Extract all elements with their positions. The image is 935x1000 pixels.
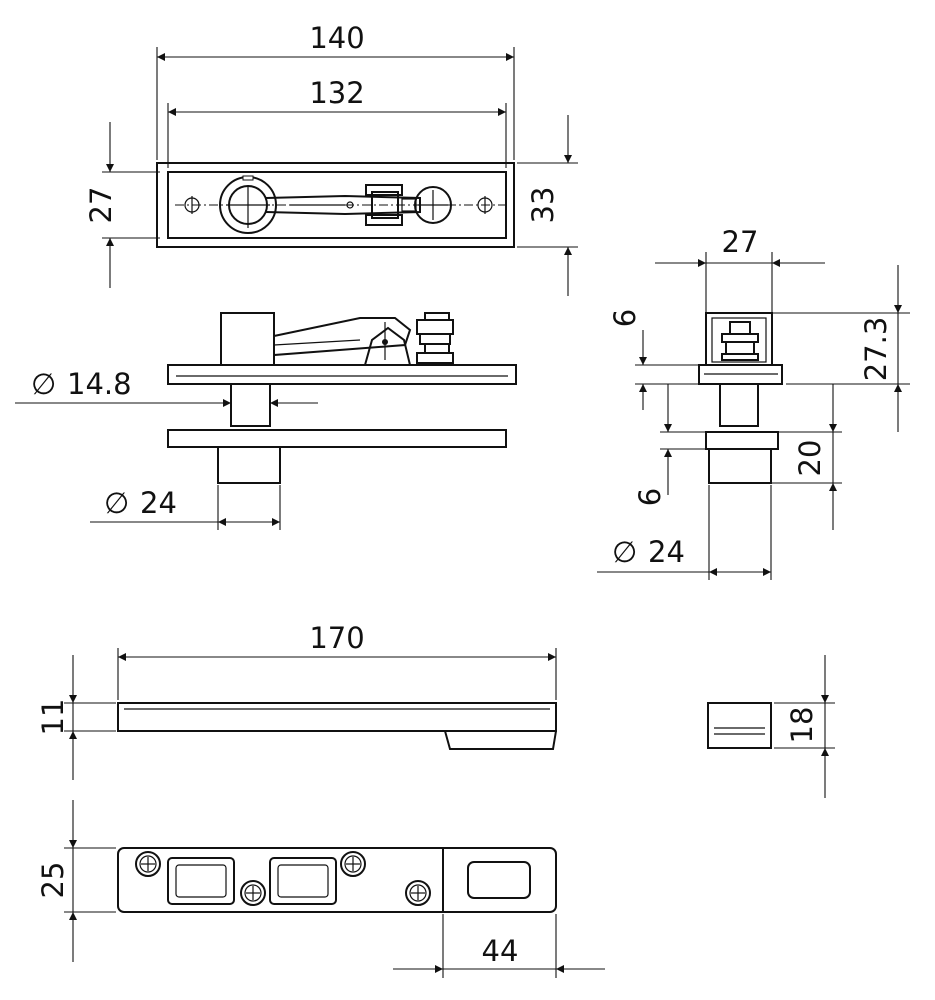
dim-27-3: 27.3	[859, 317, 893, 382]
dim-6-bottom: 6	[633, 488, 667, 506]
screw	[240, 880, 266, 906]
diameter-symbol-2: ∅	[104, 486, 129, 520]
strike-plan-dimensions: 25 44	[36, 800, 605, 978]
dim-27-side: 27	[722, 225, 759, 259]
top-view	[156, 162, 515, 248]
front-dimensions: ∅ 14.8 ∅ 24	[15, 367, 318, 530]
front-view	[167, 312, 517, 484]
dim-20: 20	[793, 440, 827, 477]
dim-44: 44	[482, 934, 519, 968]
strike-plan	[117, 847, 557, 913]
screw	[405, 880, 431, 906]
strike-profile	[117, 702, 557, 750]
cap	[707, 702, 772, 749]
screw	[135, 851, 161, 877]
dim-170: 170	[309, 621, 364, 655]
top-dimensions: 140 132 27 33	[84, 21, 578, 296]
cap-dimensions: 18	[774, 655, 835, 798]
diameter-symbol-1: ∅	[31, 367, 56, 401]
dim-27-top: 27	[84, 187, 118, 224]
dim-33: 33	[526, 187, 560, 224]
dim-14-8: 14.8	[67, 367, 132, 401]
dim-132: 132	[309, 76, 364, 110]
dim-6-top: 6	[608, 309, 642, 327]
dim-11: 11	[36, 699, 70, 736]
strike-profile-dimensions: 170 11	[36, 621, 557, 780]
side-dimensions: 27 27.3 6 6 20 ∅ 24	[597, 225, 910, 580]
dim-140: 140	[309, 21, 364, 55]
dim-18: 18	[785, 707, 819, 744]
dim-24-side: 24	[648, 535, 685, 569]
screw	[340, 851, 366, 877]
dim-25: 25	[36, 862, 70, 899]
diameter-symbol-3: ∅	[612, 535, 637, 569]
dim-24-front: 24	[140, 486, 177, 520]
side-view	[698, 312, 783, 484]
